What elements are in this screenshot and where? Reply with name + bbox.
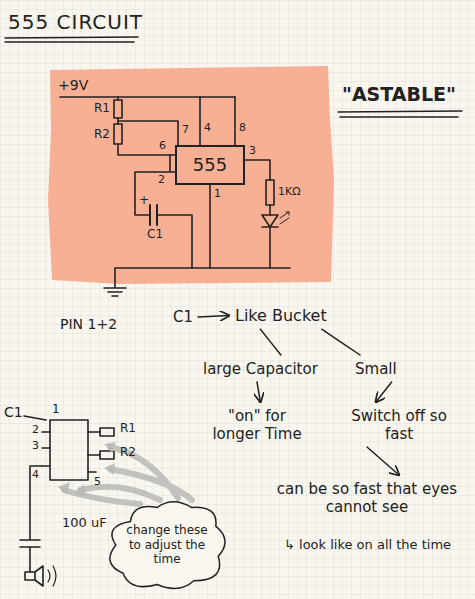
connector <box>376 382 392 402</box>
flow-text: "on" for longer Time <box>205 405 309 445</box>
led-light <box>280 212 289 224</box>
node-text: 555 <box>193 154 227 176</box>
pointer-arrows <box>64 447 192 504</box>
label: R2 <box>120 446 136 460</box>
pointer-heads <box>58 442 116 496</box>
node-text: Like Bucket <box>235 306 327 325</box>
resistor-symbol <box>114 100 122 118</box>
ground <box>104 268 290 296</box>
label: +9V <box>58 77 88 93</box>
node-text: large Capacitor <box>203 360 318 378</box>
connector <box>367 447 399 475</box>
label: 1 <box>214 188 221 201</box>
flow-text: Switch off so fast <box>345 405 453 445</box>
label: R1 <box>120 422 136 436</box>
label: 1 <box>52 403 60 417</box>
wire <box>200 97 235 145</box>
connector <box>322 329 360 355</box>
flow-text: Small <box>352 358 400 380</box>
label: 100 uF <box>62 516 107 531</box>
cloud-callout: change these to adjust the time <box>106 498 228 592</box>
label: 3 <box>249 145 256 158</box>
resistor-symbol <box>114 124 122 144</box>
label: 4 <box>32 469 39 482</box>
label: C1 <box>147 228 163 242</box>
connector <box>260 329 280 355</box>
label: R2 <box>94 128 110 142</box>
heading-note: "ASTABLE" <box>342 84 456 106</box>
label: 1KΩ <box>278 186 301 199</box>
capacitor-wire <box>20 466 42 572</box>
page-title: 555 CIRCUIT <box>8 10 143 34</box>
ic-pins <box>42 432 100 472</box>
node-text: can be so fast that eyes cannot see <box>275 480 459 516</box>
resistor-symbol <box>100 428 114 436</box>
leader-line <box>24 416 46 420</box>
highlight <box>48 66 334 284</box>
label: R1 <box>94 102 110 116</box>
label: 4 <box>204 122 211 135</box>
label: 2 <box>158 174 165 187</box>
ic-chip: 555 <box>175 145 245 185</box>
led-symbol <box>262 215 278 268</box>
node-text: Switch off so fast <box>348 407 450 443</box>
label: PIN 1+2 <box>60 316 117 332</box>
supply-rail <box>60 96 235 98</box>
ic-body <box>50 420 88 480</box>
wire <box>118 121 178 145</box>
label: + <box>139 194 149 208</box>
label: 2 <box>32 424 39 437</box>
connector <box>257 382 260 402</box>
label: 7 <box>182 124 189 137</box>
node-text: change these to adjust the time <box>124 523 210 566</box>
node-text: C1 <box>173 308 193 326</box>
label: 5 <box>94 476 101 489</box>
label: 6 <box>159 140 166 153</box>
flow-text: large Capacitor <box>200 358 321 380</box>
label: 3 <box>32 440 39 453</box>
connector <box>198 316 229 317</box>
flow-text: can be so fast that eyes cannot see <box>272 478 462 518</box>
speaker-symbol <box>25 566 43 586</box>
label: 8 <box>239 122 246 135</box>
sound-waves <box>48 566 56 586</box>
wire <box>135 155 175 215</box>
wire <box>118 97 175 155</box>
label: ↳ look like on all the time <box>284 538 451 553</box>
label: C1 <box>4 404 23 420</box>
node-text: Small <box>355 360 397 378</box>
flow-text: Like Bucket <box>232 304 330 327</box>
astable-underline <box>338 111 462 117</box>
wire <box>209 185 211 268</box>
capacitor-symbol <box>150 205 157 225</box>
resistor-symbol <box>266 180 274 205</box>
node-text: "on" for longer Time <box>208 407 306 443</box>
flow-text: C1 <box>170 306 196 328</box>
title-underline <box>5 37 138 42</box>
wire <box>157 215 192 268</box>
